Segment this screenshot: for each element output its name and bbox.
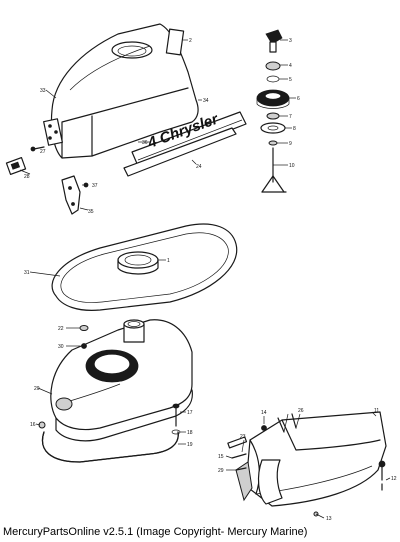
callout: 5 (289, 77, 292, 83)
callout: 35 (88, 209, 94, 215)
knob (265, 29, 283, 53)
lower-pan (235, 411, 387, 507)
callout: 11 (374, 408, 379, 414)
name-plate (5, 157, 27, 175)
intake-ring (117, 251, 159, 275)
callout: 24 (196, 164, 202, 170)
callout: 31 (24, 270, 30, 276)
callout-labels: 2 3 4 5 6 7 8 9 10 1 31 33 24 34 36 27 2… (24, 38, 397, 522)
callout: 10 (289, 163, 295, 169)
callout: 30 (58, 344, 64, 350)
callout: 18 (187, 430, 193, 436)
callout: 33 (40, 88, 46, 94)
rewind-pulley (256, 89, 290, 109)
callout: 19 (187, 442, 193, 448)
callout: 26 (298, 408, 304, 414)
shaft-stand (261, 147, 287, 193)
screw-27 (33, 146, 45, 150)
hose-inner (42, 431, 179, 463)
callout: 22 (58, 326, 64, 332)
grommet (265, 61, 281, 71)
callout: 36 (142, 140, 148, 146)
washer-9 (268, 140, 278, 146)
callout: 17 (187, 410, 193, 416)
nut-31 (81, 343, 87, 349)
callout: 23 (240, 434, 246, 440)
callout: 27 (40, 149, 46, 155)
ring-plate (260, 122, 286, 134)
callout: 3 (289, 38, 292, 44)
callout: 6 (297, 96, 300, 102)
decal-plate (165, 28, 185, 56)
washer-18 (171, 429, 181, 435)
callout: 14 (261, 410, 267, 416)
bracket (61, 175, 89, 215)
callout: 8 (293, 126, 296, 132)
stud-17 (172, 403, 180, 427)
callout: 34 (203, 98, 209, 104)
callout: 28 (24, 174, 30, 180)
callout: 15 (218, 454, 224, 460)
callout: 37 (92, 183, 98, 189)
leader-lines (19, 39, 391, 519)
callout: 16 (30, 422, 36, 428)
callout: 1 (167, 258, 170, 264)
callout: 13 (326, 516, 332, 522)
washer-5 (266, 75, 280, 83)
grommet-22 (79, 325, 89, 331)
spacer-7 (266, 112, 280, 120)
callout: 12 (391, 476, 397, 482)
callout: 9 (289, 141, 292, 147)
image-caption: MercuryPartsOnline v2.5.1 (Image Copyrig… (3, 526, 308, 538)
lower-cowl (50, 319, 193, 442)
callout: 20 (34, 386, 40, 392)
callout: 2 (189, 38, 192, 44)
callout: 4 (289, 63, 292, 69)
callout: 7 (289, 114, 292, 120)
callout: 29 (218, 468, 224, 474)
top-cowl (43, 23, 199, 159)
lower-pan-hardware (227, 413, 386, 517)
